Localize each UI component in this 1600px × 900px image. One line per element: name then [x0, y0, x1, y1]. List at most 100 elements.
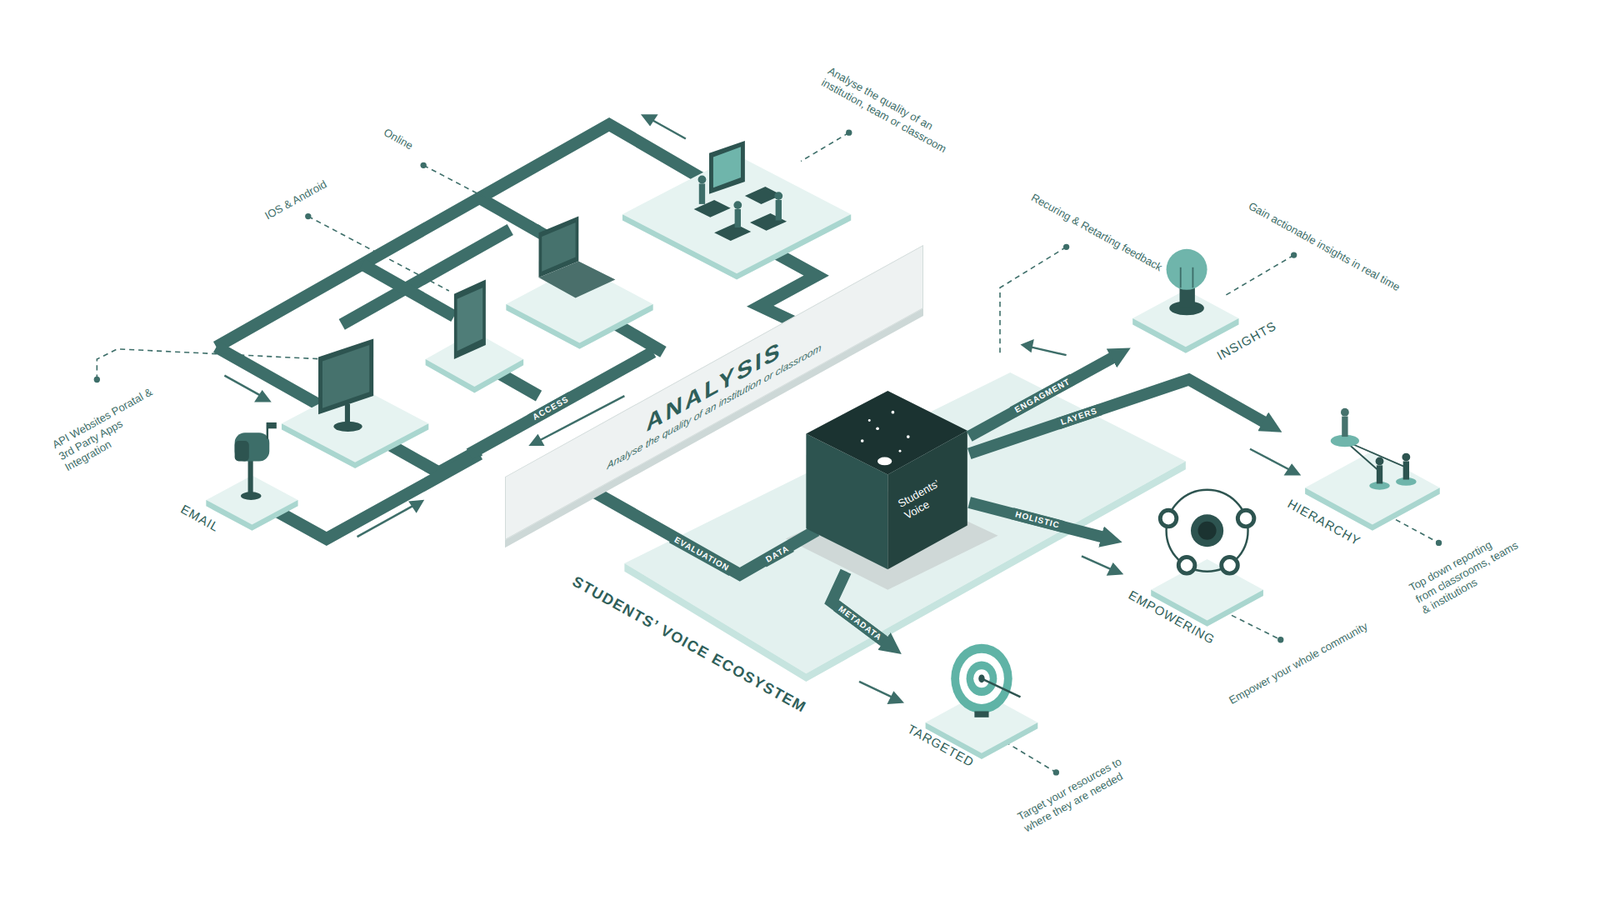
mailbox-icon	[248, 459, 254, 495]
node-label: Students’ Voice	[895, 470, 961, 522]
leader-line	[800, 132, 850, 161]
track	[260, 454, 480, 540]
mailbox-icon	[235, 440, 250, 461]
callout-text: Analyse the quality of an institution, t…	[819, 64, 956, 156]
bulb-icon	[1192, 267, 1195, 288]
bulb-icon	[1166, 249, 1208, 290]
leader-line	[1000, 246, 1067, 355]
leader-line	[1224, 255, 1294, 296]
cube	[805, 390, 967, 475]
leader-line	[423, 165, 541, 226]
flow-arrow	[889, 692, 903, 703]
cube	[868, 419, 871, 422]
callout-text: Empower your whole community	[1226, 620, 1370, 708]
platform-slab	[205, 155, 1440, 760]
node-label: INSIGHTS	[1214, 318, 1280, 364]
edge-label: LAYERS	[1055, 404, 1102, 430]
edge-label: METADATA	[833, 600, 887, 645]
band-subtitle: Analyse the quality of an institution or…	[607, 341, 822, 473]
hierarchy-icon	[1340, 408, 1350, 417]
monitor-icon	[333, 421, 362, 432]
callout-text: Gain actionable insights in real time	[1246, 200, 1403, 295]
classroom-icon	[714, 223, 751, 241]
bulb-icon	[1180, 286, 1195, 307]
flow-arrow	[224, 115, 1299, 703]
students-voice-cube: Students’ Voice	[805, 390, 970, 572]
platform-slab	[1305, 450, 1440, 525]
monitor-icon	[345, 404, 350, 425]
monitor-icon	[318, 339, 374, 432]
flow-arrow	[1250, 449, 1291, 471]
community-icon	[1178, 557, 1195, 575]
target-icon	[950, 644, 1020, 718]
flow-arrow	[1108, 564, 1122, 575]
targeted-platform: TARGETED	[901, 639, 1041, 775]
mailbox-icon	[267, 422, 277, 429]
track-connector	[969, 502, 1106, 539]
hierarchy-icon	[1376, 465, 1383, 484]
mailbox-icon	[240, 491, 261, 500]
classroom-icon	[735, 209, 741, 228]
laptop-icon	[539, 216, 616, 299]
track-label: EVALUATION	[669, 532, 735, 576]
community-icon	[1221, 557, 1239, 575]
flow-arrow	[642, 115, 656, 125]
hierarchy-icon	[1330, 408, 1417, 490]
track-label: DATA	[760, 540, 795, 567]
callout-text: Recuring & Retarting feedback	[1029, 190, 1165, 274]
classroom-icon	[698, 175, 707, 185]
classroom-icon	[774, 191, 783, 200]
leader-dot	[845, 130, 852, 136]
community-icon	[1160, 490, 1255, 574]
laptop-icon	[541, 222, 575, 272]
flow-arrow	[255, 391, 270, 401]
leader-dot	[94, 376, 100, 383]
community-icon	[1160, 510, 1177, 527]
bulb-icon	[1166, 249, 1208, 316]
target-icon	[974, 710, 989, 717]
flow-arrow	[357, 505, 415, 537]
leader-dot	[1290, 251, 1297, 258]
community-icon	[1237, 510, 1255, 527]
edge-label: ENGAGMENT	[1010, 374, 1076, 418]
flow-arrow	[650, 119, 686, 139]
track-connector	[969, 380, 1268, 455]
phone-icon	[454, 280, 486, 360]
flow-arrow	[1022, 340, 1033, 351]
community-icon	[1190, 514, 1224, 547]
mailbox-icon	[235, 422, 277, 500]
classroom-icon	[709, 140, 745, 195]
leader-dot	[305, 213, 311, 220]
leader-line	[1231, 615, 1281, 640]
ecosystem-platform: STUDENTS’ VOICE ECOSYSTEMStudents’ Voice	[565, 367, 1189, 725]
phone-icon	[457, 287, 484, 351]
classroom-icon	[775, 200, 782, 220]
community-icon	[1198, 521, 1217, 540]
leader-dot	[420, 162, 426, 169]
leader-line	[96, 132, 1439, 773]
target-icon	[981, 678, 1021, 697]
leader-dot	[1435, 540, 1442, 546]
node-label: HIERARCHY	[1285, 495, 1364, 549]
empowering-platform: EMPOWERING	[1122, 472, 1271, 651]
node-label: TARGETED	[905, 721, 977, 771]
cube	[891, 410, 895, 415]
callout-text: Target your resources to where they are …	[1015, 747, 1145, 835]
monitor-icon	[322, 345, 370, 409]
bulb-icon	[1180, 267, 1182, 288]
leader-dot	[1053, 769, 1060, 775]
track	[362, 264, 455, 316]
cube	[906, 435, 910, 439]
classroom-icon	[699, 183, 705, 204]
flow-arrow	[1081, 555, 1114, 570]
phone-icon	[454, 280, 486, 360]
flow-arrow	[410, 500, 423, 511]
cube	[875, 426, 880, 430]
classroom-icon	[713, 146, 741, 188]
node-label: EMAIL	[178, 501, 222, 535]
leader-line	[1387, 515, 1439, 543]
hierarchy-icon	[1375, 457, 1385, 466]
laptop-icon	[539, 260, 616, 298]
